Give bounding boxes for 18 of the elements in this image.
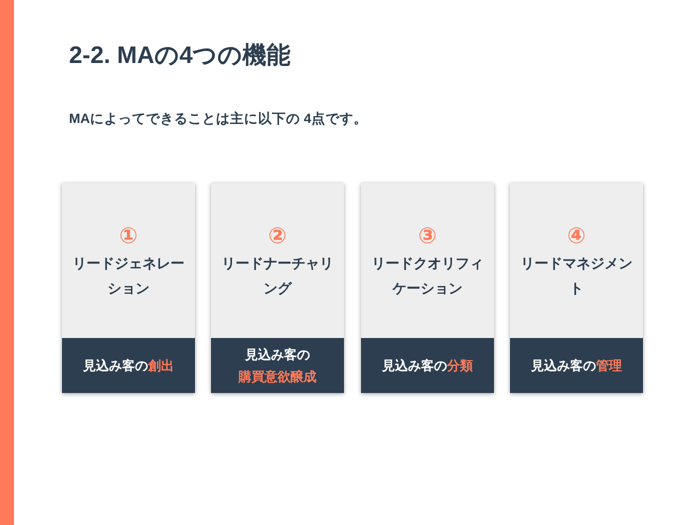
result-band: 見込み客の購買意欲醸成 <box>211 338 344 393</box>
step-number: ③ <box>418 223 437 249</box>
subtitle-text: MAによってできることは主に以下の 4点です。 <box>69 110 368 128</box>
result-band: 見込み客の創出 <box>62 338 195 393</box>
step-number: ④ <box>567 223 586 249</box>
feature-title: リードナーチャリング <box>220 254 334 298</box>
step-number: ① <box>119 223 138 249</box>
feature-title: リードジェネレーション <box>72 254 186 298</box>
feature-title: リードマネジメント <box>520 254 634 298</box>
step-number: ② <box>268 223 287 249</box>
feature-title: リードクオリフィケーション <box>370 254 484 298</box>
result-band: 見込み客の管理 <box>510 338 643 393</box>
feature-card <box>510 183 643 393</box>
feature-card <box>211 183 344 393</box>
feature-card <box>361 183 494 393</box>
feature-card <box>62 183 195 393</box>
slide-title: 2-2. MAの4つの機能 <box>69 41 291 71</box>
result-band: 見込み客の分類 <box>361 338 494 393</box>
